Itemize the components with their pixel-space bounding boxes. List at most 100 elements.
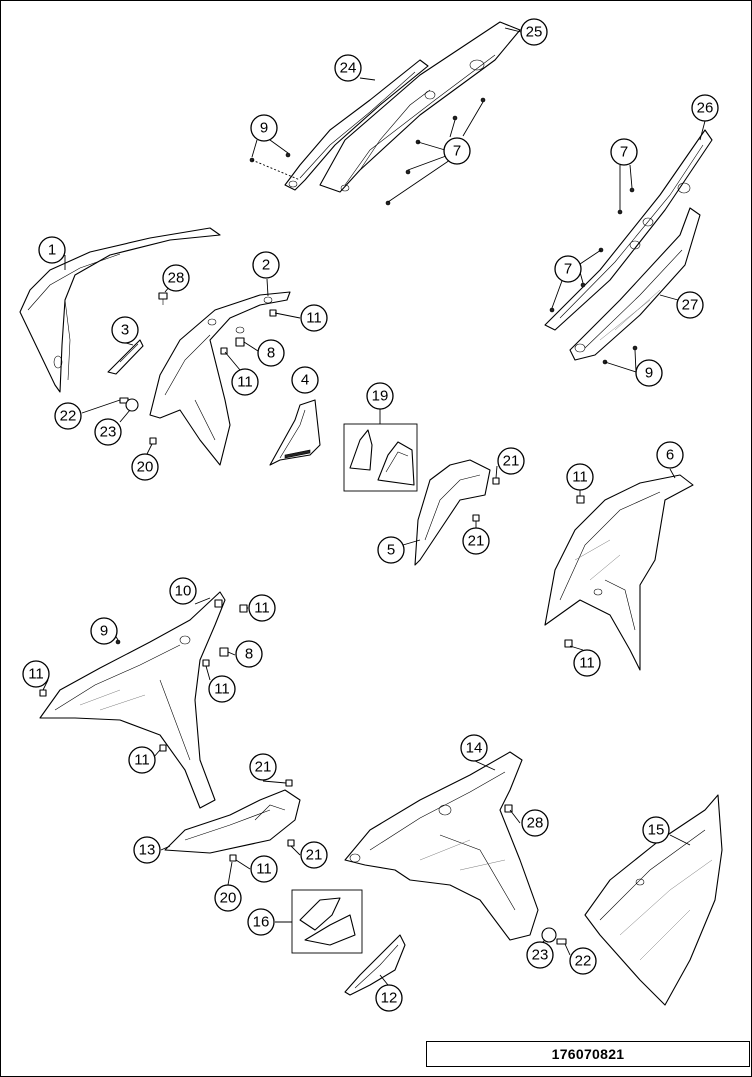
svg-text:10: 10 — [175, 583, 192, 600]
part-19-kit — [343, 423, 418, 492]
svg-text:4: 4 — [301, 372, 309, 389]
part-28-screw-top — [158, 292, 168, 305]
callout-22-top: 22 — [54, 402, 82, 430]
callout-11-g: 11 — [22, 660, 50, 688]
callout-22-bottom: 22 — [569, 947, 597, 975]
callout-8-top: 8 — [257, 339, 285, 367]
svg-text:13: 13 — [139, 842, 156, 859]
callout-10: 10 — [169, 577, 197, 605]
callout-7-top: 7 — [443, 137, 471, 165]
callout-23-bottom: 23 — [526, 941, 554, 969]
svg-text:2: 2 — [262, 257, 270, 274]
callout-24: 24 — [334, 54, 362, 82]
svg-text:3: 3 — [121, 322, 129, 339]
callout-21-d: 21 — [300, 841, 328, 869]
svg-text:11: 11 — [28, 666, 44, 683]
screws-top — [249, 97, 486, 206]
svg-text:28: 28 — [527, 815, 544, 832]
svg-text:11: 11 — [306, 310, 322, 327]
callout-26: 26 — [691, 94, 719, 122]
svg-text:11: 11 — [572, 469, 588, 486]
callout-20-top: 20 — [131, 453, 159, 481]
part-2-front-fairing — [149, 291, 291, 466]
part-12-trim — [344, 934, 406, 996]
callout-19: 19 — [366, 382, 394, 410]
svg-text:11: 11 — [579, 655, 595, 672]
svg-text:14: 14 — [466, 740, 483, 757]
part-15-side-cover — [584, 794, 723, 1006]
reference-number: 176070821 — [551, 1046, 625, 1062]
svg-text:9: 9 — [645, 365, 653, 382]
svg-text:11: 11 — [134, 752, 150, 769]
svg-text:24: 24 — [340, 60, 357, 77]
part-3-bracket — [107, 339, 144, 375]
svg-text:22: 22 — [60, 408, 77, 425]
svg-text:11: 11 — [254, 600, 270, 617]
svg-text:21: 21 — [468, 533, 485, 550]
svg-text:21: 21 — [503, 453, 520, 470]
part-25-spoiler — [319, 21, 521, 193]
svg-text:15: 15 — [648, 822, 665, 839]
callout-28-bottom: 28 — [521, 809, 549, 837]
svg-text:12: 12 — [381, 990, 398, 1007]
callout-16: 16 — [247, 908, 275, 936]
callout-21-b: 21 — [462, 527, 490, 555]
part-14-lower-fairing — [344, 751, 539, 941]
part-24-spoiler — [284, 59, 429, 191]
callout-11-h: 11 — [128, 746, 156, 774]
leader-lines — [42, 27, 706, 986]
part-27-spoiler — [569, 207, 701, 361]
svg-text:11: 11 — [237, 374, 253, 391]
svg-text:7: 7 — [620, 144, 628, 161]
svg-text:1: 1 — [48, 242, 56, 259]
reference-number-box: 176070821 — [426, 1041, 750, 1067]
callout-8-left: 8 — [235, 640, 263, 668]
svg-text:20: 20 — [137, 459, 154, 476]
callout-9-right: 9 — [635, 359, 663, 387]
part-16-kit — [291, 889, 363, 954]
svg-text:5: 5 — [387, 542, 395, 559]
svg-text:26: 26 — [697, 100, 714, 117]
svg-text:22: 22 — [575, 953, 592, 970]
svg-text:23: 23 — [532, 947, 549, 964]
callout-21-a: 21 — [497, 447, 525, 475]
callout-23-top: 23 — [94, 418, 122, 446]
part-5-inner-panel — [414, 459, 500, 566]
callout-28-top: 28 — [162, 264, 190, 292]
part-1-windshield — [19, 227, 221, 393]
callout-1: 1 — [38, 236, 66, 264]
callout-7-right-upper: 7 — [610, 138, 638, 166]
svg-text:6: 6 — [666, 447, 674, 464]
callout-13: 13 — [133, 836, 161, 864]
part-10-side-fairing — [39, 591, 226, 809]
callout-14: 14 — [460, 734, 488, 762]
callout-2: 2 — [252, 251, 280, 279]
svg-text:21: 21 — [255, 759, 272, 776]
callout-9-top: 9 — [250, 114, 278, 142]
callout-11-c: 11 — [566, 463, 594, 491]
svg-text:20: 20 — [220, 890, 237, 907]
callout-20-bottom: 20 — [214, 884, 242, 912]
screws-right — [549, 187, 638, 365]
part-13-lower-panel — [164, 779, 301, 862]
part-4-side-panel — [269, 399, 321, 466]
callout-11-e: 11 — [248, 594, 276, 622]
callout-3: 3 — [111, 316, 139, 344]
svg-text:11: 11 — [256, 861, 272, 878]
svg-text:28: 28 — [168, 270, 185, 287]
callout-6: 6 — [656, 441, 684, 469]
callout-4: 4 — [291, 366, 319, 394]
callout-12: 12 — [375, 984, 403, 1012]
svg-text:25: 25 — [526, 24, 543, 41]
svg-text:9: 9 — [100, 623, 108, 640]
parts-23-22-bottom — [541, 927, 567, 945]
callout-11-b: 11 — [231, 368, 259, 396]
callout-9-left: 9 — [90, 617, 118, 645]
svg-text:16: 16 — [253, 914, 270, 931]
part-6-side-fairing — [544, 474, 694, 671]
svg-text:21: 21 — [306, 847, 323, 864]
svg-text:9: 9 — [260, 120, 268, 137]
callout-25: 25 — [520, 18, 548, 46]
svg-text:8: 8 — [267, 345, 275, 362]
callout-11-d: 11 — [573, 649, 601, 677]
